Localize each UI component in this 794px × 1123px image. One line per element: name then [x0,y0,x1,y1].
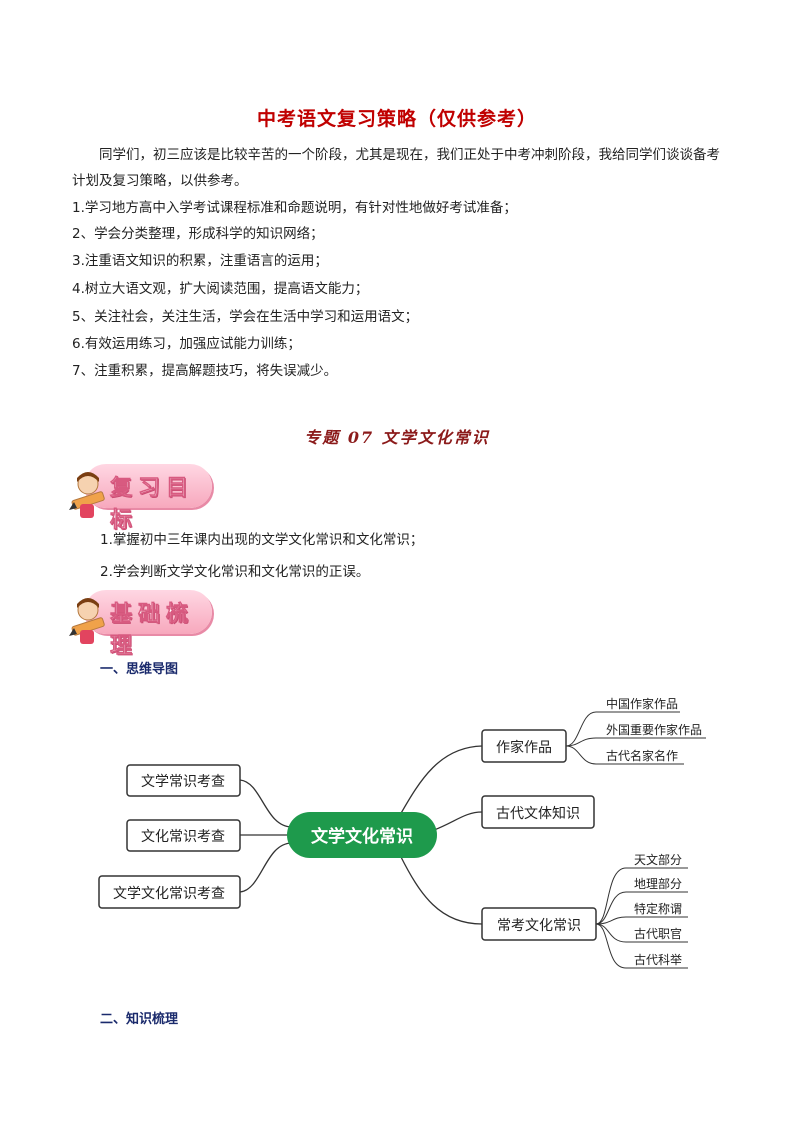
girl-pencil-icon [69,598,105,644]
leaf-label: 地理部分 [634,876,682,891]
tip-6: 6.有效运用练习，加强应试能力训练； [72,336,301,352]
leaf-label: 特定称谓 [634,901,682,916]
connector [565,737,706,747]
goal-1: 1.掌握初中三年课内出现的文学文化常识和文化常识； [100,532,424,548]
node-label: 作家作品 [496,739,552,756]
page-title: 中考语文复习策略（仅供参考） [256,108,537,130]
connector [565,745,684,765]
banner-pill: 复习目标 [84,464,212,533]
node-literature-exam [126,764,241,797]
node-label: 文化常识考查 [141,829,225,845]
intro-paragraph: 同学们，初三应该是比较辛苦的一个阶段，尤其是现在，我们正处于中考冲刺阶段，我给同… [72,147,720,189]
goal-2: 2.学会判断文学文化常识和文化常识的正误。 [100,564,370,580]
leaf-label: 天文部分 [634,852,682,867]
banner-review-goals: 复习目标 [68,462,218,533]
connector [399,854,483,925]
tip-7: 7、注重积累，提高解题技巧，将失误减少。 [72,363,338,379]
mind-map: 文学文化常识 文学常识考查 文化常识考查 文学文化常识考查 作家作品 古代文体知… [98,696,706,969]
banner-basic-review: 基础梳理 [68,588,218,659]
connector [565,711,680,747]
banner-label: 基础梳理 [110,602,195,660]
center-node-label: 文学文化常识 [311,826,413,847]
topic-title: 专题 07 文学文化常识 [304,428,490,447]
section-mindmap-heading: 一、思维导图 [100,662,179,677]
connector [595,916,688,925]
leaf-label: 古代名家名作 [606,748,678,763]
banner-pill: 基础梳理 [84,590,212,659]
tip-4: 4.树立大语文观，扩大阅读范围，提高语文能力； [72,281,369,297]
node-ancient-genres [481,795,595,829]
node-lit-culture-exam [98,875,241,909]
node-culture-exam [126,819,241,852]
leaf-label: 古代职官 [634,926,682,941]
connector [239,779,293,828]
leaf-label: 外国重要作家作品 [606,722,702,737]
node-authors-works [481,729,567,763]
connector [595,867,688,925]
leaf-label: 中国作家作品 [606,696,678,711]
connector [239,842,293,893]
node-label: 常考文化常识 [497,918,581,934]
connector [399,745,483,816]
banner-label: 复习目标 [110,476,195,534]
node-label: 古代文体知识 [496,805,580,822]
leaf-label: 古代科举 [634,952,682,967]
node-common-culture [481,907,597,941]
connector [595,923,688,943]
tip-2: 2、学会分类整理，形成科学的知识网络； [72,226,324,242]
connector [433,811,483,831]
center-node [287,812,437,858]
connector [595,923,688,969]
tip-1: 1.学习地方高中入学考试课程标准和命题说明，有针对性地做好考试准备； [72,200,517,216]
node-label: 文学常识考查 [141,774,225,790]
node-label: 文学文化常识考查 [113,886,225,902]
section-knowledge-heading: 二、知识梳理 [100,1012,179,1027]
girl-pencil-icon [69,472,105,518]
tip-3: 3.注重语文知识的积累，注重语言的运用； [72,253,328,269]
tip-5: 5、关注社会，关注生活，学会在生活中学习和运用语文； [72,309,419,325]
connector [595,891,688,925]
